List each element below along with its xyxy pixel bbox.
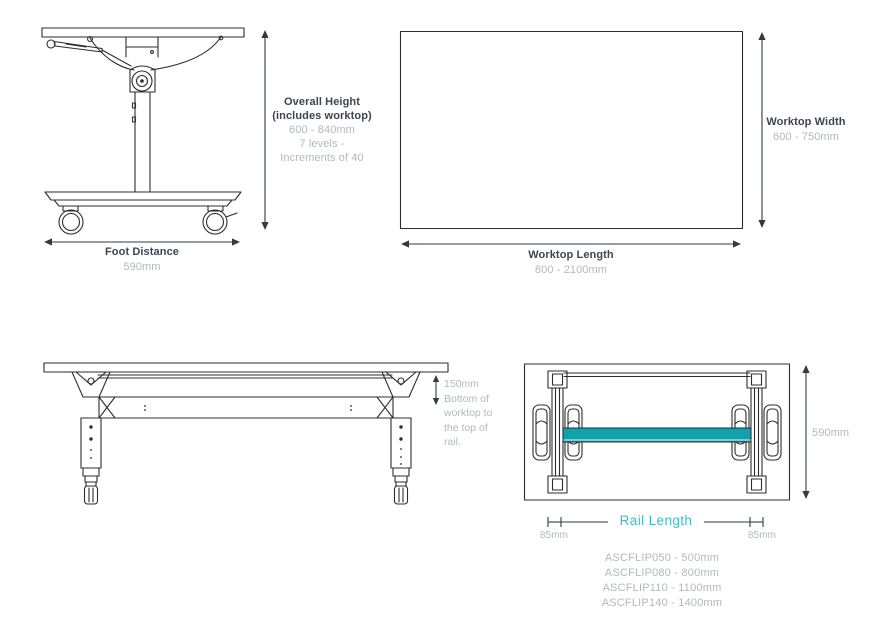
table-side-view-drawing [41, 27, 245, 235]
rail-frame-height-value: 590mm [812, 427, 850, 439]
rail-highlight [562, 427, 752, 443]
rail-offset-arrow [432, 375, 440, 405]
worktop-plan-drawing [399, 30, 744, 230]
part-number: ASCFLIP110 - 1100mm [602, 582, 722, 594]
worktop-length-arrow [401, 240, 741, 248]
rail-offset-note: 150mm Bottom of worktop to the top of ra… [444, 378, 493, 448]
worktop-length-label-block: Worktop Length 800 - 2100mm [491, 249, 651, 277]
foot-distance-label: Foot Distance [104, 246, 180, 258]
part-number-list: ASCFLIP050 - 500mm ASCFLIP080 - 800mm AS… [577, 551, 747, 611]
rail-plan-drawing [523, 363, 791, 501]
overall-height-label-block: Overall Height (includes worktop) 600 - … [267, 96, 377, 165]
overall-height-title: Overall Height [284, 96, 360, 108]
table-front-view-drawing [43, 362, 449, 505]
part-number: ASCFLIP050 - 500mm [604, 552, 720, 564]
rail-length-dim-lines [547, 517, 764, 527]
worktop-length-label: Worktop Length [528, 249, 614, 261]
foot-distance-label-block: Foot Distance 590mm [62, 246, 222, 274]
foot-distance-value: 590mm [123, 260, 161, 273]
worktop-width-label-block: Worktop Width 600 - 750mm [751, 116, 861, 144]
part-number: ASCFLIP080 - 800mm [604, 567, 720, 579]
rail-left-offset-value: 85mm [539, 530, 569, 541]
part-number: ASCFLIP140 - 1400mm [601, 597, 723, 609]
worktop-width-value: 600 - 750mm [773, 130, 839, 143]
overall-height-subtitle: (includes worktop) [272, 109, 372, 122]
worktop-length-value: 800 - 2100mm [534, 263, 608, 276]
rail-frame-height-arrow [802, 365, 810, 499]
rail-right-offset-value: 85mm [747, 530, 777, 541]
worktop-width-arrow [758, 32, 766, 228]
overall-height-increments: Increments of 40 [280, 152, 364, 164]
worktop-width-label: Worktop Width [766, 116, 846, 128]
rail-length-label: Rail Length [619, 513, 693, 528]
overall-height-arrow [261, 30, 269, 230]
foot-distance-arrow [44, 238, 240, 246]
overall-height-levels: 7 levels - [299, 138, 345, 150]
overall-height-range: 600 - 840mm [289, 124, 355, 136]
